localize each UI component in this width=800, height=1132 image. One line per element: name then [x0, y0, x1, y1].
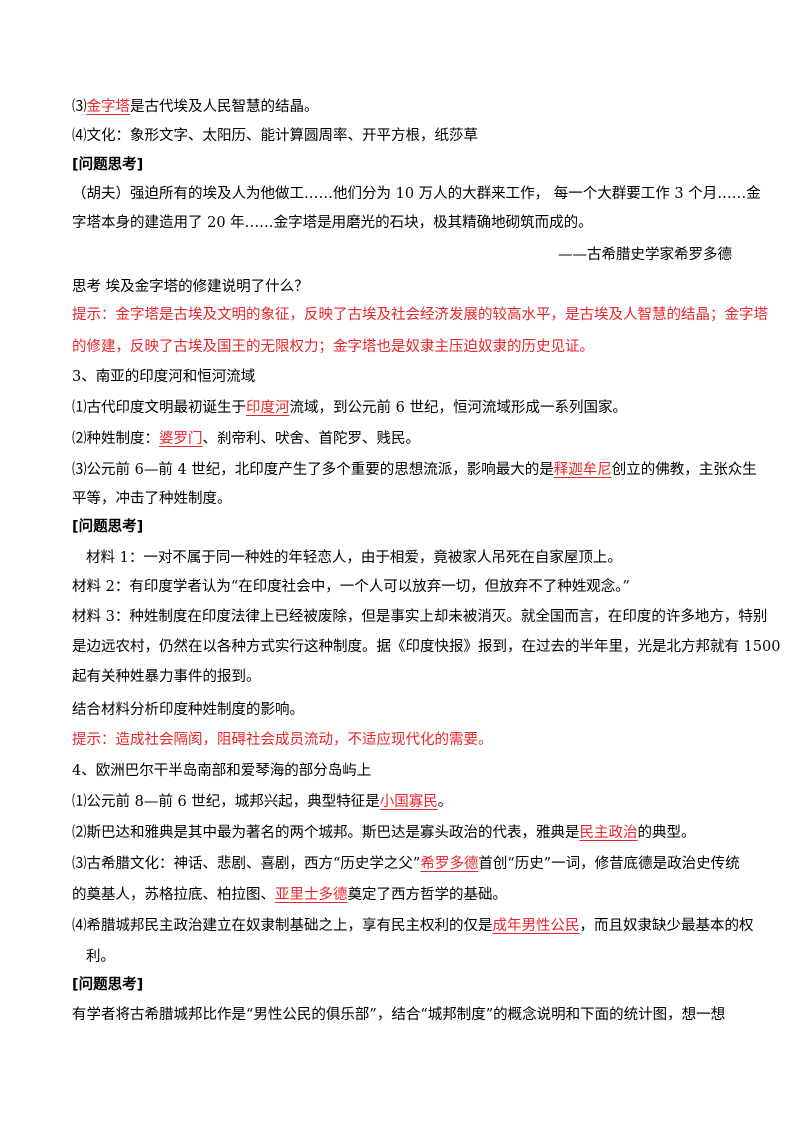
text-line-pyramid: ⑶金字塔是古代埃及人民智慧的结晶。 [72, 99, 319, 115]
text-line-democracy: ⑷希腊城邦民主政治建立在奴隶制基础之上，享有民主权利的仅是成年男性公民，而且奴隶… [72, 918, 754, 934]
question-line: 有学者将古希腊城邦比作是“男性公民的俱乐部”，结合“城邦制度”的概念说明和下面的… [72, 1007, 726, 1023]
hint-line: 的修建，反映了古埃及国王的无限权力；金字塔也是奴隶主压迫奴隶的历史见证。 [72, 339, 594, 355]
text-line-indus: ⑴古代印度文明最初诞生于印度河流域，到公元前 6 世纪，恒河流域形成一系列国家。 [72, 400, 627, 416]
key-term: 释迦牟尼 [553, 462, 612, 478]
text-line-culture: ⑷文化：象形文字、太阳历、能计算圆周率、开平方根，纸莎草 [72, 128, 478, 144]
text-line-caste: ⑵种姓制度：婆罗门、刹帝利、吠舍、首陀罗、贱民。 [72, 431, 420, 447]
text-line-greek-culture: ⑶古希腊文化：神话、悲剧、喜剧，西方“历史学之父”希罗多德首创“历史”一词，修昔… [72, 856, 740, 872]
text-line-philosophy: 的奠基人，苏格拉底、柏拉图、亚里士多德奠定了西方哲学的基础。 [72, 887, 507, 903]
key-term: 印度河 [246, 400, 290, 416]
section-heading: [问题思考] [72, 519, 144, 535]
material-line: 材料 3：种姓制度在印度法律上已经被废除，但是事实上却未被消灭。就全国而言，在印… [72, 609, 768, 625]
question-line: 结合材料分析印度种姓制度的影响。 [72, 702, 304, 718]
material-line: 是边远农村，仍然在以各种方式实行这种制度。据《印度快报》报到，在过去的半年里，光… [72, 639, 781, 655]
text-line-buddhism: ⑶公元前 6—前 4 世纪，北印度产生了多个重要的思想流派，影响最大的是释迦牟尼… [72, 462, 757, 478]
material-line: 起有关种姓暴力事件的报到。 [72, 669, 261, 685]
key-term: 金字塔 [86, 99, 131, 115]
key-term: 成年男性公民 [492, 918, 580, 934]
question-line: 思考 埃及金字塔的修建说明了什么？ [72, 279, 309, 295]
quote-attribution: ——古希腊史学家希罗多德 [558, 247, 732, 263]
material-line: 材料 1：一对不属于同一种姓的年轻恋人，由于相爱，竟被家人吊死在自家屋顶上。 [86, 550, 622, 566]
text-line: 平等，冲击了种姓制度。 [72, 491, 232, 507]
hint-line: 提示：造成社会隔阂，阻碍社会成员流动，不适应现代化的需要。 [72, 732, 493, 748]
key-term: 小国寡民 [379, 794, 438, 810]
text-line-athens: ⑵斯巴达和雅典是其中最为著名的两个城邦。斯巴达是寡头政治的代表，雅典是民主政治的… [72, 825, 696, 841]
section-heading: [问题思考] [72, 977, 144, 993]
quote-line: （胡夫）强迫所有的埃及人为他做工……他们分为 10 万人的大群来工作， 每一个大… [72, 186, 761, 202]
key-term: 民主政治 [579, 825, 638, 841]
key-term: 希罗多德 [420, 856, 479, 872]
material-line: 材料 2：有印度学者认为“在印度社会中，一个人可以放弃一切，但放弃不了种姓观念。… [72, 579, 630, 595]
text-line-citystate: ⑴公元前 8—前 6 世纪，城邦兴起，典型特征是小国寡民。 [72, 794, 453, 810]
text-line: 利。 [86, 949, 115, 965]
section-title: 4、欧洲巴尔干半岛南部和爱琴海的部分岛屿上 [72, 763, 372, 779]
key-term: 亚里士多德 [275, 887, 348, 903]
key-term: 婆罗门 [159, 431, 203, 447]
section-heading: [问题思考] [72, 157, 144, 173]
hint-line: 提示：金字塔是古埃及文明的象征，反映了古埃及社会经济发展的较高水平，是古埃及人智… [72, 307, 768, 323]
quote-line: 字塔本身的建造用了 20 年……金字塔是用磨光的石块，极其精确地砌筑而成的。 [72, 215, 593, 231]
section-title: 3、南亚的印度河和恒河流域 [72, 369, 256, 385]
